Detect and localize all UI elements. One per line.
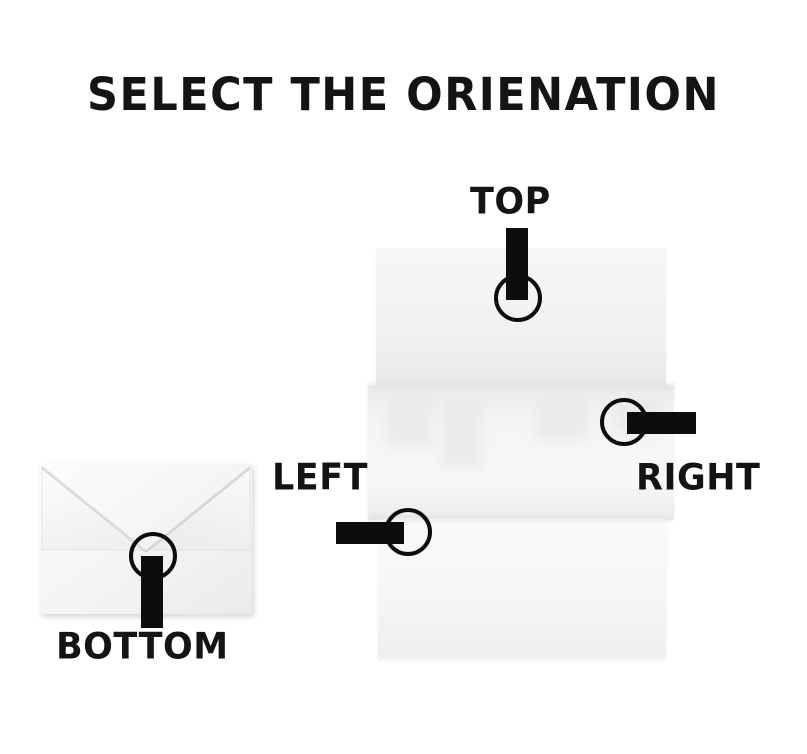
marker-circle-icon <box>494 274 542 322</box>
envelope-flap-icon <box>41 464 251 553</box>
marker-bar-icon <box>627 412 696 434</box>
marker-bottom[interactable] <box>120 532 190 632</box>
label-left: LEFT <box>272 457 368 499</box>
letter-crease-shade <box>386 394 432 446</box>
marker-top[interactable] <box>485 228 555 328</box>
page-title: SELECT THE ORIENATION <box>87 68 720 122</box>
marker-bar-icon <box>141 556 163 628</box>
marker-left[interactable] <box>336 508 436 560</box>
marker-right[interactable] <box>600 398 702 450</box>
letter-crease-shade <box>536 394 588 440</box>
label-bottom: BOTTOM <box>56 626 229 668</box>
label-top: TOP <box>470 181 551 223</box>
letter-crease-shade <box>442 398 482 468</box>
marker-circle-icon <box>384 508 432 556</box>
label-right: RIGHT <box>636 457 761 499</box>
letter-fold-line-upper <box>368 384 674 389</box>
letter-fold-line-lower <box>370 516 670 520</box>
